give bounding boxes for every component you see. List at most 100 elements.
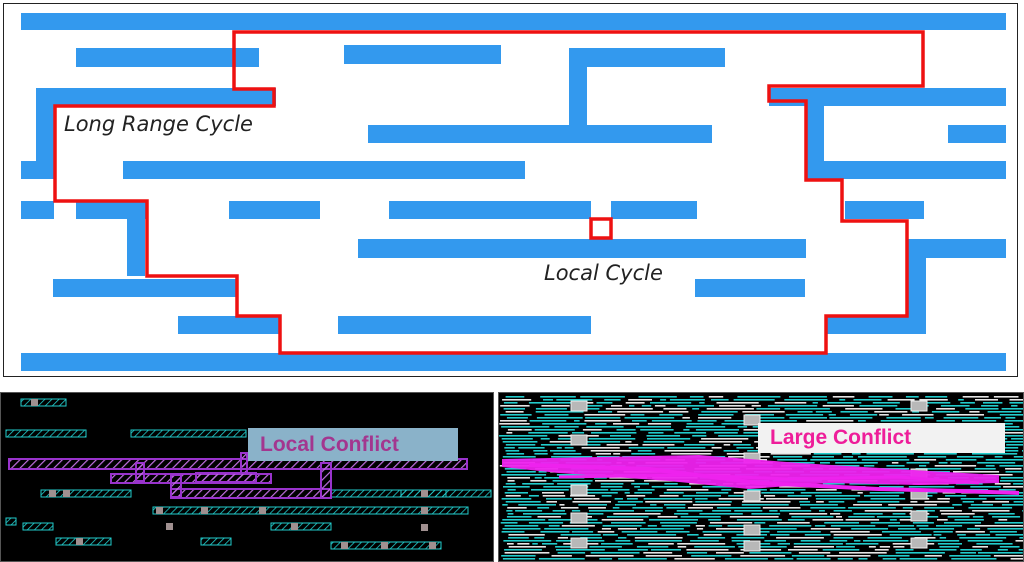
dense-wire xyxy=(507,543,514,545)
dense-wire xyxy=(1015,540,1023,542)
purple-conflict-wire xyxy=(110,473,272,484)
dense-wire xyxy=(522,483,554,485)
dense-wire xyxy=(716,507,761,509)
dense-wire xyxy=(742,411,785,413)
dense-wire xyxy=(649,519,698,521)
dense-wire xyxy=(552,480,593,482)
dense-wire xyxy=(618,537,627,539)
dense-wire xyxy=(951,558,997,560)
dense-wire xyxy=(634,486,640,488)
dense-wire xyxy=(798,552,831,554)
dense-wire xyxy=(762,507,801,509)
dense-wire xyxy=(518,447,545,449)
dense-wire xyxy=(987,528,1023,530)
dense-wire xyxy=(532,543,538,545)
dense-wire xyxy=(737,396,781,398)
purple-conflict-wire xyxy=(195,472,257,483)
dense-wire xyxy=(702,486,738,488)
dense-wire xyxy=(585,417,621,419)
dense-wire xyxy=(627,534,677,536)
dense-wire xyxy=(724,420,749,422)
dense-wire xyxy=(617,411,664,413)
dense-wire xyxy=(870,522,900,524)
dense-wire xyxy=(967,528,981,530)
dense-wire xyxy=(957,534,966,536)
dense-wire xyxy=(711,447,722,449)
dense-wire xyxy=(663,492,684,494)
dense-wire xyxy=(800,492,842,494)
dense-wire xyxy=(889,519,897,521)
dense-wire xyxy=(978,495,1023,497)
dense-wire xyxy=(879,486,904,488)
dense-wire xyxy=(647,525,657,527)
dense-wire xyxy=(998,489,1016,491)
dense-wire xyxy=(648,543,674,545)
dense-wire xyxy=(571,510,581,512)
dense-wire xyxy=(628,399,652,401)
dense-wire xyxy=(886,465,905,467)
dense-wire xyxy=(829,417,873,419)
dense-wire xyxy=(851,453,861,455)
dense-wire xyxy=(804,534,831,536)
dense-wire xyxy=(550,450,576,452)
wire-segment xyxy=(127,201,145,276)
dense-wire xyxy=(793,546,834,548)
dense-wire xyxy=(690,540,719,542)
dense-wire xyxy=(769,489,806,491)
dense-wire xyxy=(962,420,997,422)
dense-wire xyxy=(698,414,734,416)
dense-wire xyxy=(924,417,934,419)
dense-wire xyxy=(1003,486,1023,488)
dense-wire xyxy=(869,492,905,494)
dense-wire xyxy=(650,504,657,506)
dense-wire xyxy=(799,501,811,503)
dense-wire xyxy=(578,504,607,506)
dense-wire xyxy=(590,552,640,554)
dense-wire xyxy=(773,456,803,458)
dense-wire xyxy=(840,411,868,413)
dense-wire xyxy=(696,492,729,494)
cyan-wire xyxy=(20,398,67,407)
dense-wire xyxy=(540,531,570,533)
dense-wire xyxy=(960,552,976,554)
cyan-wire xyxy=(152,506,469,515)
dense-wire xyxy=(888,504,937,506)
dense-wire xyxy=(999,426,1020,428)
dense-wire xyxy=(504,468,527,470)
dense-wire xyxy=(645,555,682,557)
dense-wire xyxy=(502,519,546,521)
dense-wire xyxy=(500,405,530,407)
dense-wire xyxy=(972,510,1010,512)
dense-wire xyxy=(538,471,547,473)
dense-wire xyxy=(590,450,632,452)
wire-segment xyxy=(769,88,1006,106)
dense-wire xyxy=(506,471,536,473)
dense-wire xyxy=(689,396,704,398)
dense-wire xyxy=(728,495,748,497)
dense-wire xyxy=(937,498,950,500)
dense-wire xyxy=(936,525,963,527)
dense-wire xyxy=(892,513,906,515)
dense-wire xyxy=(880,468,910,470)
dense-wire xyxy=(967,540,1003,542)
dense-wire xyxy=(751,513,781,515)
dense-wire xyxy=(851,528,888,530)
pin-block xyxy=(259,507,266,514)
dense-wire xyxy=(895,552,945,554)
dense-wire xyxy=(988,513,1015,515)
dense-wire xyxy=(589,510,634,512)
dense-wire xyxy=(638,396,677,398)
dense-wire xyxy=(868,396,893,398)
dense-wire xyxy=(581,489,609,491)
dense-wire xyxy=(970,504,993,506)
dense-wire xyxy=(872,402,900,404)
wire-segment xyxy=(53,279,237,297)
wire-segment xyxy=(344,45,501,64)
dense-wire xyxy=(617,528,637,530)
dense-wire xyxy=(523,513,567,515)
dense-wire xyxy=(779,510,812,512)
dense-wire xyxy=(848,516,875,518)
dense-wire xyxy=(665,531,690,533)
dense-wire xyxy=(763,495,776,497)
dense-wire xyxy=(551,456,593,458)
